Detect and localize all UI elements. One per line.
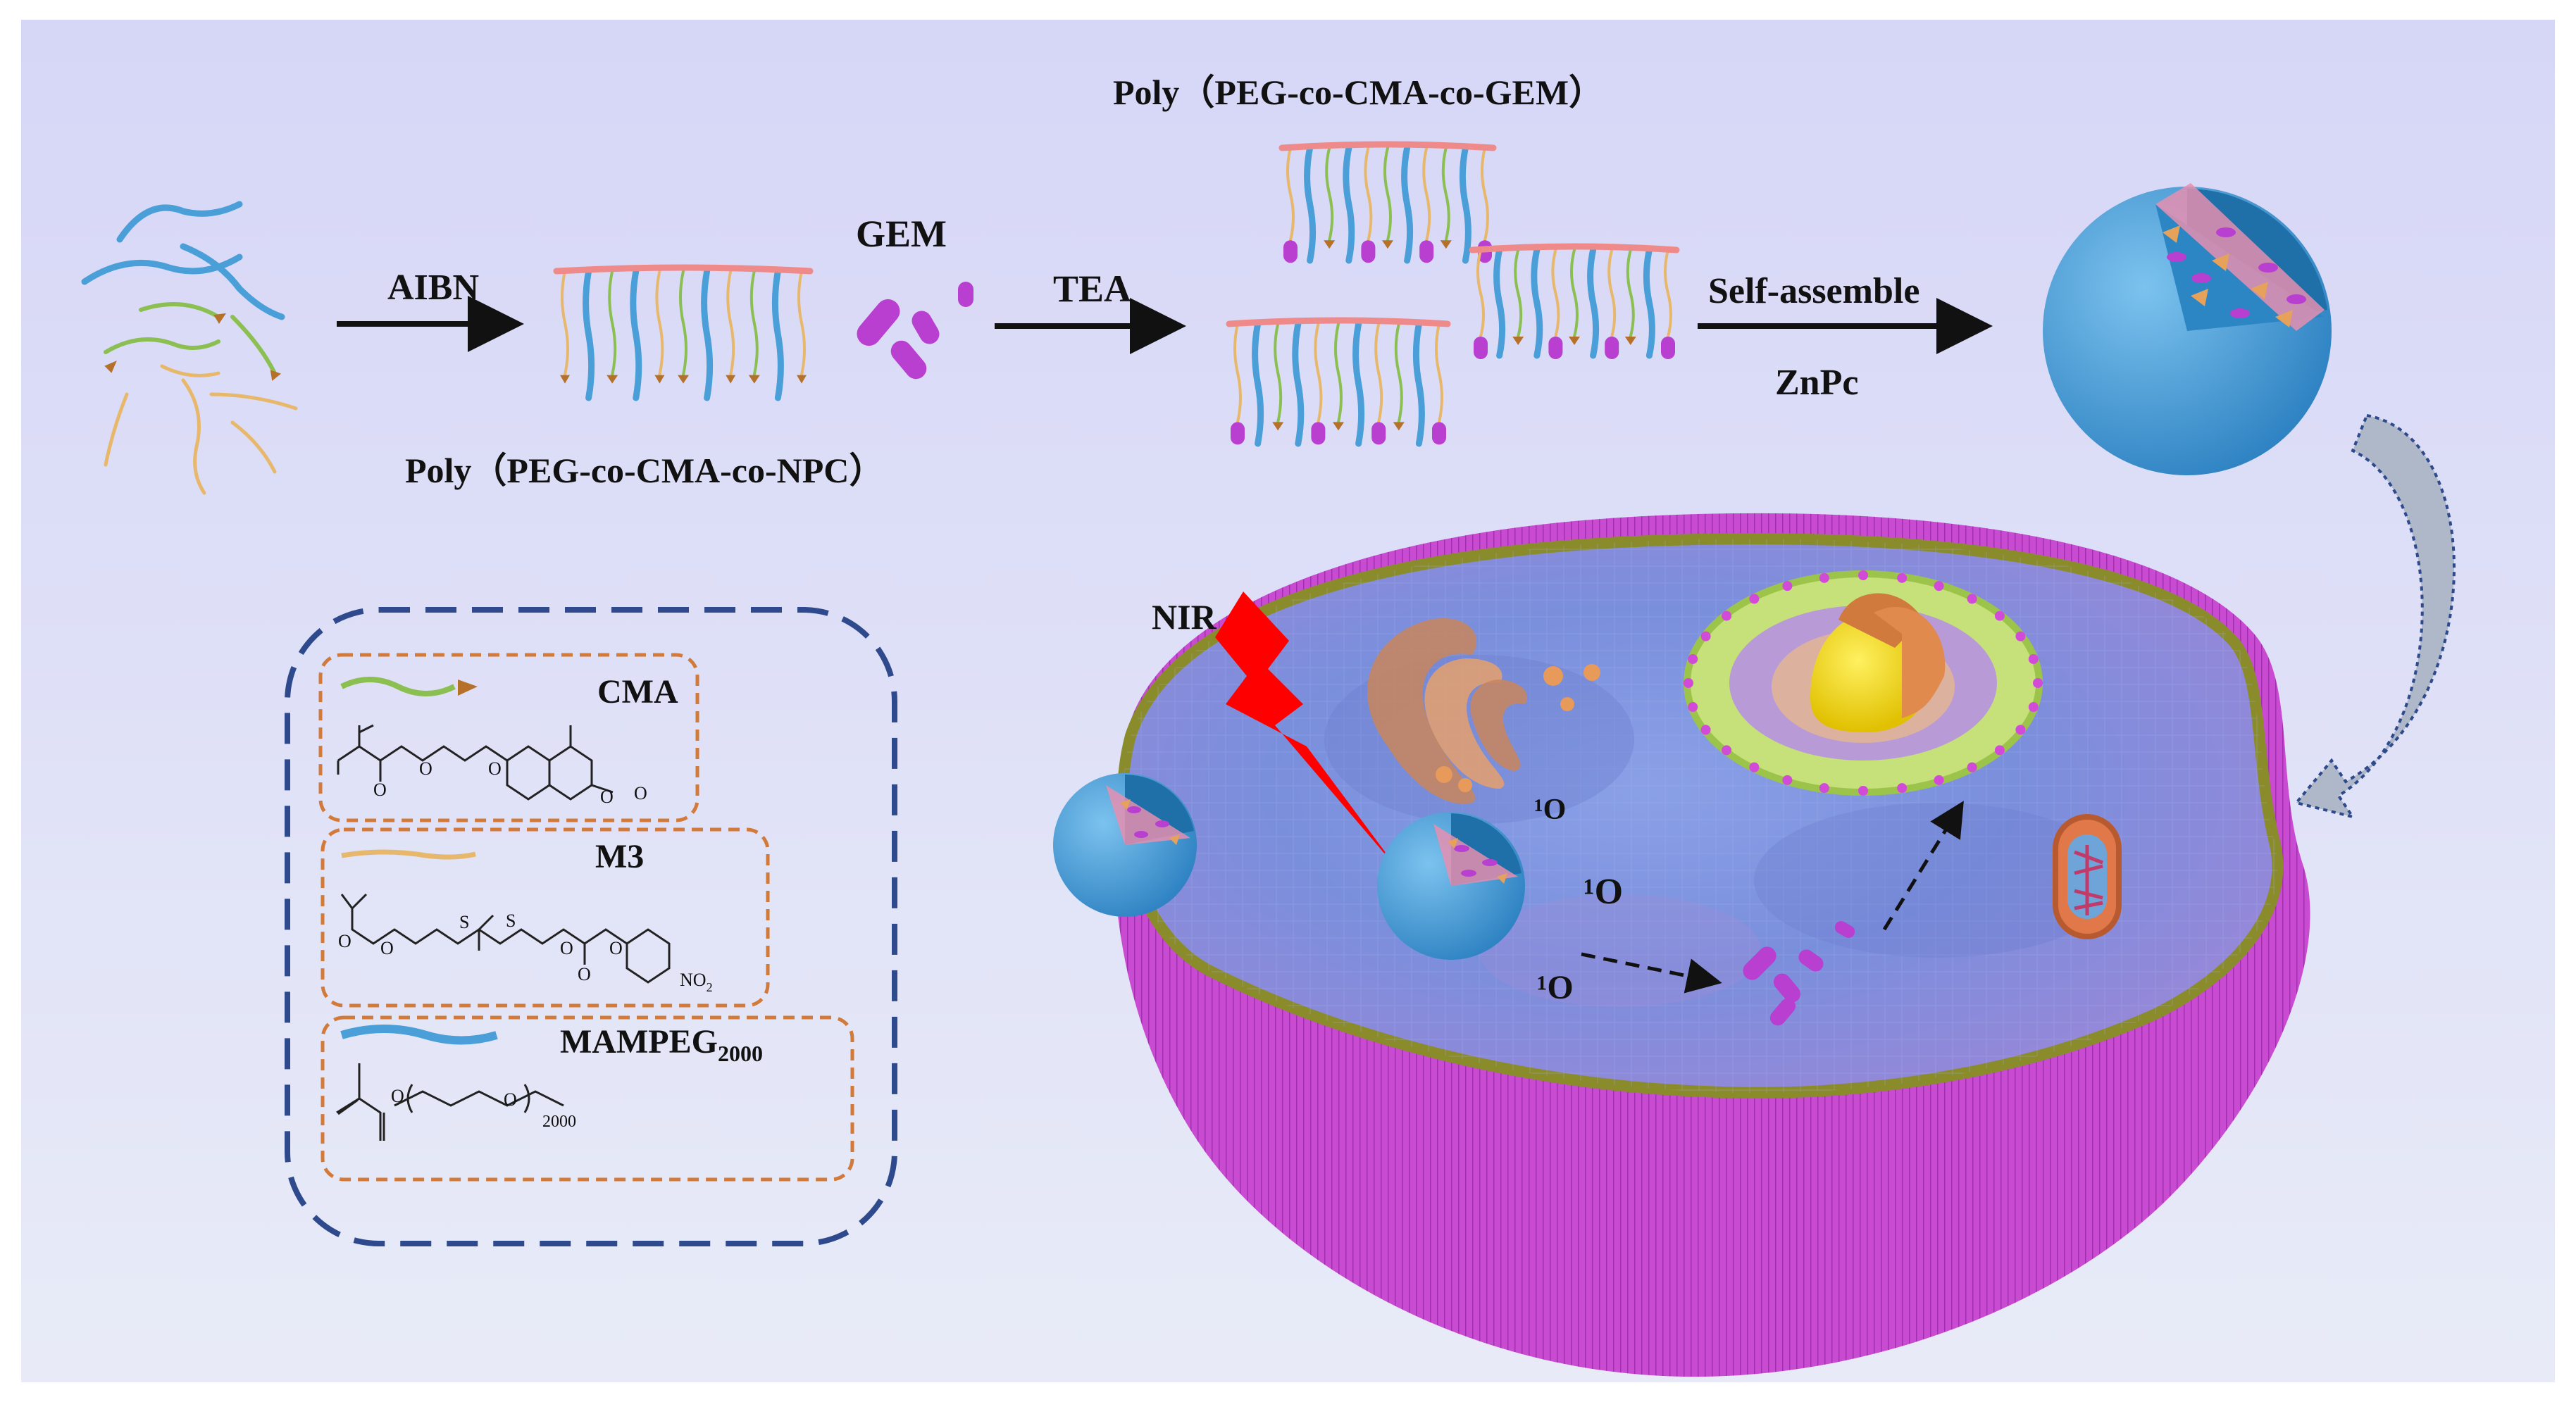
svg-text:O: O xyxy=(391,1086,404,1106)
legend-box: CMA O O O O O M3 O O S S O O xyxy=(285,607,897,1246)
label-poly-npc: Poly（PEG-co-CMA-co-NPC） xyxy=(405,451,884,490)
m3-structure xyxy=(340,893,671,984)
label-singlet-oxygen-3: ¹O xyxy=(1537,969,1574,1006)
svg-text:O: O xyxy=(504,1089,517,1110)
label-znpc: ZnPc xyxy=(1775,363,1858,403)
svg-text:O: O xyxy=(380,938,394,958)
cma-structure xyxy=(337,724,614,801)
golgi-apparatus xyxy=(1367,618,1600,804)
label-tea: TEA xyxy=(1053,268,1131,310)
svg-text:O: O xyxy=(578,964,591,984)
nanoparticle-entering xyxy=(1053,773,1197,917)
monomer-cluster xyxy=(81,201,298,495)
label-singlet-oxygen-2: ¹O xyxy=(1583,872,1623,912)
svg-text:2000: 2000 xyxy=(542,1113,576,1131)
m3-wave-icon xyxy=(341,849,476,860)
legend-cma: CMA xyxy=(597,673,678,711)
label-self-assemble: Self-assemble xyxy=(1708,271,1919,311)
mampeg-structure xyxy=(336,1063,564,1141)
gem-molecules xyxy=(857,282,973,380)
svg-text:O: O xyxy=(488,758,502,779)
label-gem: GEM xyxy=(856,213,947,255)
cma-wave-icon xyxy=(340,677,456,696)
svg-text:O: O xyxy=(560,938,573,958)
nucleus xyxy=(1684,570,2043,796)
polymer-npc-comb xyxy=(553,264,814,401)
label-nir: NIR xyxy=(1152,597,1217,637)
released-gem-molecules xyxy=(1743,921,1855,1026)
legend-m3: M3 xyxy=(595,838,644,875)
nanoparticle-large xyxy=(2043,183,2332,475)
svg-text:O: O xyxy=(609,938,623,958)
label-poly-gem: Poly（PEG-co-CMA-co-GEM） xyxy=(1113,73,1604,112)
polymer-gem-comb-top xyxy=(1278,141,1497,264)
arrow-to-nucleus-dashed xyxy=(1882,801,1964,931)
svg-text:S: S xyxy=(459,912,469,932)
svg-text:O: O xyxy=(373,780,387,800)
mampeg-wave-icon xyxy=(340,1025,498,1045)
polymer-gem-comb-bottom xyxy=(1226,317,1451,447)
svg-text:O: O xyxy=(338,931,351,951)
legend-no2: NO2 xyxy=(680,970,713,994)
nir-lightning-bolt xyxy=(1215,592,1398,870)
nanoparticle-inside xyxy=(1377,812,1525,960)
svg-text:S: S xyxy=(506,910,516,931)
svg-text:O: O xyxy=(419,758,433,779)
polymer-gem-comb-right xyxy=(1469,243,1680,359)
label-singlet-oxygen-1: ¹O xyxy=(1534,794,1566,826)
label-aibn: AIBN xyxy=(387,268,479,308)
svg-text:O: O xyxy=(600,787,614,807)
legend-mampeg: MAMPEG2000 xyxy=(560,1023,763,1066)
svg-text:O: O xyxy=(634,783,647,803)
uptake-curved-arrow xyxy=(2294,413,2456,820)
mitochondria xyxy=(2053,814,2122,939)
